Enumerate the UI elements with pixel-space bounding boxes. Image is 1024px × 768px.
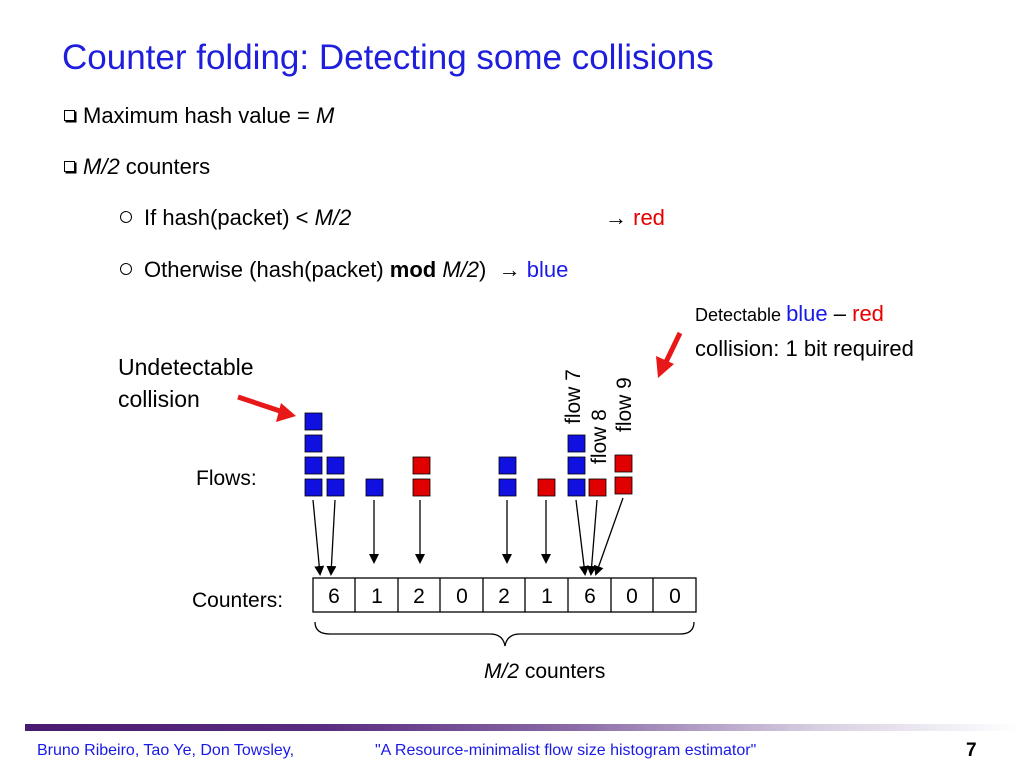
detectable-red: red [852, 301, 884, 326]
flow-square-blue [365, 478, 384, 497]
detectable-arrow-line [663, 331, 683, 364]
flow-square-blue [326, 478, 345, 497]
bullet-var: M [315, 103, 335, 128]
undetectable-arrow-line [237, 394, 284, 415]
flow-squares [304, 412, 633, 497]
detectable-arrow-head [656, 356, 674, 378]
arrow-icon: → [605, 205, 634, 230]
circle-bullet-icon [120, 211, 132, 223]
slide-title: Counter folding: Detecting some collisio… [62, 38, 714, 77]
flow7-square [567, 456, 586, 475]
detectable-label: Detectable blue – red collision: 1 bit r… [695, 298, 914, 365]
flow7-square [567, 478, 586, 497]
result-blue: blue [526, 257, 569, 282]
subbullet-var: M/2 [442, 257, 480, 282]
counter-value: 6 [328, 585, 340, 608]
flow-square-red [412, 478, 431, 497]
brace-text: counters [519, 660, 606, 683]
footer-paper: "A Resource-minimalist flow size histogr… [375, 742, 757, 759]
counter-value: 0 [456, 585, 468, 608]
detectable-prefix: Detectable [695, 305, 787, 325]
arrow [312, 499, 325, 576]
flow-to-counter-arrows [312, 497, 624, 576]
subbullet-if-result: → red [605, 205, 665, 231]
arrow [575, 499, 589, 576]
detectable-blue: blue [786, 301, 828, 326]
flow7-square [567, 434, 586, 453]
subbullet-if: If hash(packet) < M/2 [120, 205, 351, 231]
counter-value: 2 [498, 585, 510, 608]
bullet-text: counters [119, 154, 211, 179]
flow-square-blue [304, 412, 323, 431]
undetectable-arrow-head [276, 403, 296, 422]
subbullet-var: M/2 [314, 205, 352, 230]
bullet-counters: M/2 counters [64, 154, 210, 180]
flows-label: Flows: [196, 467, 257, 490]
flow-square-blue [498, 456, 517, 475]
subbullet-text: Otherwise (hash(packet) [144, 257, 390, 282]
circle-bullet-icon [120, 263, 132, 275]
flow-square-blue [498, 478, 517, 497]
undetectable-line2: collision [118, 386, 200, 412]
counter-value: 1 [371, 585, 383, 608]
flow9-square [614, 476, 633, 495]
counter-value: 0 [626, 585, 638, 608]
flow-square-red [412, 456, 431, 475]
subbullet-otherwise: Otherwise (hash(packet) mod M/2) → blue [120, 257, 568, 283]
undetectable-label: Undetectable collision [118, 351, 254, 415]
counter-value: 2 [413, 585, 425, 608]
square-bullet-icon [64, 161, 75, 172]
square-bullet-icon [64, 110, 75, 121]
arrow [326, 499, 337, 576]
footer-authors: Bruno Ribeiro, Tao Ye, Don Towsley, [37, 742, 295, 759]
bullet-var: M/2 [83, 154, 120, 179]
flow-square-blue [304, 434, 323, 453]
page-number: 7 [966, 740, 977, 761]
counter-value: 1 [541, 585, 553, 608]
red-pointer-arrows [237, 331, 683, 422]
bullet-max-hash: Maximum hash value = M [64, 103, 334, 129]
undetectable-line1: Undetectable [118, 354, 254, 380]
flow-square-blue [326, 456, 345, 475]
flow-square-blue [304, 456, 323, 475]
flow8-square [588, 478, 607, 497]
arrow-icon: → [498, 257, 527, 282]
footer-divider [25, 724, 1020, 731]
subbullet-text: If hash(packet) < [144, 205, 315, 230]
brace-label: M/2 counters [484, 660, 605, 684]
brace-var: M/2 [484, 660, 520, 683]
detectable-line2: collision: 1 bit required [695, 336, 914, 361]
flow9-square [614, 454, 633, 473]
bullet-text: Maximum hash value = [83, 103, 316, 128]
arrow [586, 499, 598, 576]
subbullet-close: ) [479, 257, 487, 282]
counter-value: 6 [584, 585, 596, 608]
arrow [593, 497, 624, 576]
counter-array-border [312, 577, 697, 613]
subbullet-bold: mod [389, 257, 437, 282]
counters-label: Counters: [192, 589, 284, 612]
flow-square-red [537, 478, 556, 497]
result-red: red [633, 205, 665, 230]
detectable-dash: – [827, 301, 853, 326]
curly-brace [314, 621, 695, 647]
flow-square-blue [304, 478, 323, 497]
counter-array: 6 1 2 0 2 1 6 0 0 [312, 577, 697, 613]
counter-value: 0 [669, 585, 681, 608]
